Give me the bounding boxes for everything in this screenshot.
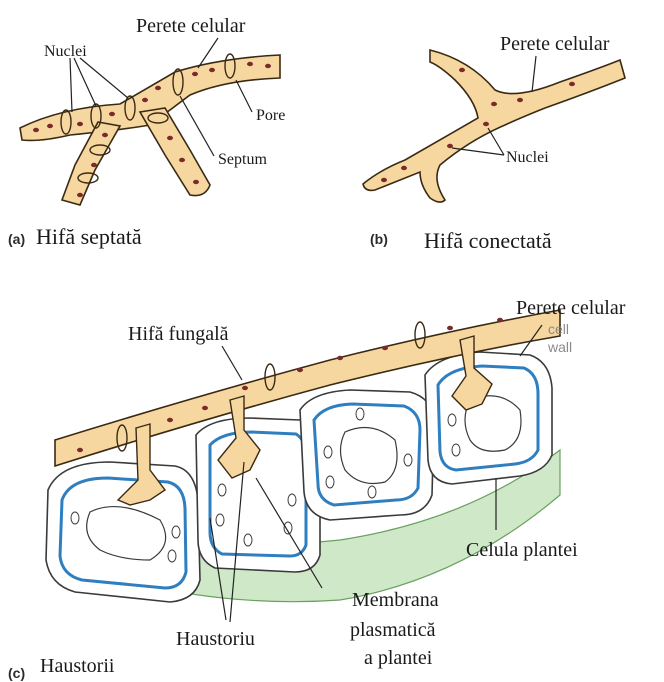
plant-cell-1 bbox=[46, 462, 200, 602]
label-nuclei-b: Nuclei bbox=[506, 149, 549, 166]
plant-cell-3 bbox=[300, 390, 434, 520]
label-fungal-hypha: Hifă fungală bbox=[128, 323, 229, 345]
panel-a-septate-hypha: Nuclei Perete celular Pore Septum (a) Hi… bbox=[8, 15, 285, 249]
label-haustorium: Haustoriu bbox=[176, 628, 255, 650]
label-membrane-1: Membrana bbox=[352, 589, 439, 611]
label-original-cell: cell bbox=[548, 321, 569, 337]
label-cell-wall-a: Perete celular bbox=[136, 15, 246, 37]
panel-c-title: Haustorii bbox=[40, 655, 115, 677]
label-pore: Pore bbox=[256, 107, 285, 124]
label-cell-wall-b: Perete celular bbox=[500, 33, 610, 55]
label-cell-wall-c: Perete celular bbox=[516, 297, 626, 319]
panel-b-coenocytic-hypha: Perete celular Nuclei (b) Hifă conectată bbox=[363, 33, 625, 253]
label-membrane-2: plasmatică bbox=[350, 619, 436, 641]
panel-a-title: Hifă septată bbox=[36, 224, 142, 249]
panel-b-letter: (b) bbox=[370, 231, 388, 247]
label-membrane-3: a plantei bbox=[364, 647, 433, 669]
panel-b-title: Hifă conectată bbox=[424, 228, 552, 253]
panel-c-letter: (c) bbox=[8, 665, 25, 681]
label-nuclei-a: Nuclei bbox=[44, 43, 87, 60]
plant-cell-4 bbox=[425, 352, 552, 484]
label-septum: Septum bbox=[218, 151, 267, 168]
panel-c-haustoria: Hifă fungală Perete celular cell wall Ce… bbox=[8, 297, 626, 681]
panel-a-letter: (a) bbox=[8, 231, 25, 247]
label-original-wall: wall bbox=[547, 339, 572, 355]
label-plant-cell: Celula plantei bbox=[466, 539, 578, 561]
